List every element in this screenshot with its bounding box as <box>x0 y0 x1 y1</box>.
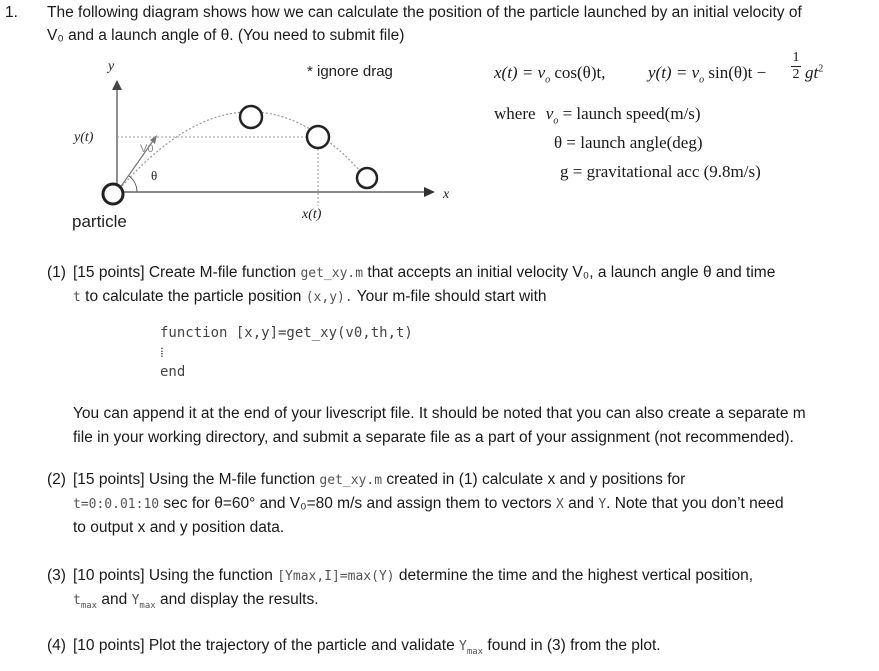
velocity-vector <box>116 137 156 193</box>
problem-number: 1. <box>5 4 18 21</box>
q1-line2: t to calculate the particle position (x,… <box>73 288 547 305</box>
theta-label: θ <box>151 168 157 183</box>
fraction-half: 1 2 <box>791 50 801 82</box>
particle-label: particle <box>72 212 127 231</box>
x-axis-arrow <box>424 187 435 197</box>
particle-end <box>355 166 379 190</box>
angle-arc <box>128 175 138 193</box>
q3-label: (3) <box>47 567 66 584</box>
q2-line2: t=0:0.01:10 sec for θ=60° and V₀=80 m/s … <box>73 495 784 512</box>
q1-code-signature: function [x,y]=get_xy(v0,th,t) <box>160 325 413 341</box>
ignore-drag-note: * ignore drag <box>307 63 393 80</box>
q1-label: (1) <box>47 264 66 281</box>
v0-label: V0 <box>140 143 153 155</box>
particle-top <box>238 104 264 130</box>
problem-intro-line2: V₀ and a launch angle of θ. (You need to… <box>47 27 405 44</box>
theta-definition: θ = launch angle(deg) <box>554 133 703 152</box>
trajectory-path <box>116 111 369 193</box>
y-of-t-label: y(t) <box>72 130 94 145</box>
x-of-t-label: x(t) <box>301 207 322 222</box>
q2-line3: to output x and y position data. <box>73 519 285 536</box>
q1-code-end: end <box>160 364 186 380</box>
problem-intro-line1: The following diagram shows how we can c… <box>47 4 802 21</box>
particle-origin <box>101 182 125 206</box>
trajectory-diagram: y x y(t) x(t) V0 θ particle * ignore dra… <box>72 59 450 231</box>
q1-append-line1: You can append it at the end of your liv… <box>73 405 806 422</box>
q3-line2: tmax and Ymax and display the results. <box>73 591 319 612</box>
y-axis-label: y <box>106 59 115 74</box>
q2-label: (2) <box>47 471 66 488</box>
q4-line1: [10 points] Plot the trajectory of the p… <box>73 637 661 658</box>
where-clause: where vo = launch speed(m/s) <box>494 104 701 127</box>
y-axis-arrow <box>112 80 122 90</box>
q2-line1: [15 points] Using the M-file function ge… <box>73 471 686 488</box>
gt-squared: gt2 <box>805 63 824 82</box>
g-definition: g = gravitational acc (9.8m/s) <box>560 162 761 181</box>
q1-line1: [15 points] Create M-file function get_x… <box>73 264 776 281</box>
q1-code-ellipsis: ⁞ <box>160 345 164 361</box>
y-equation: y(t) = vo sin(θ)t − <box>648 63 767 86</box>
x-axis-label: x <box>442 187 450 202</box>
x-equation: x(t) = vo cos(θ)t, <box>494 63 606 86</box>
particle-mid <box>305 124 331 150</box>
q1-append-line2: file in your working directory, and subm… <box>73 429 794 446</box>
q3-line1: [10 points] Using the function [Ymax,I]=… <box>73 567 754 584</box>
q4-label: (4) <box>47 637 66 654</box>
